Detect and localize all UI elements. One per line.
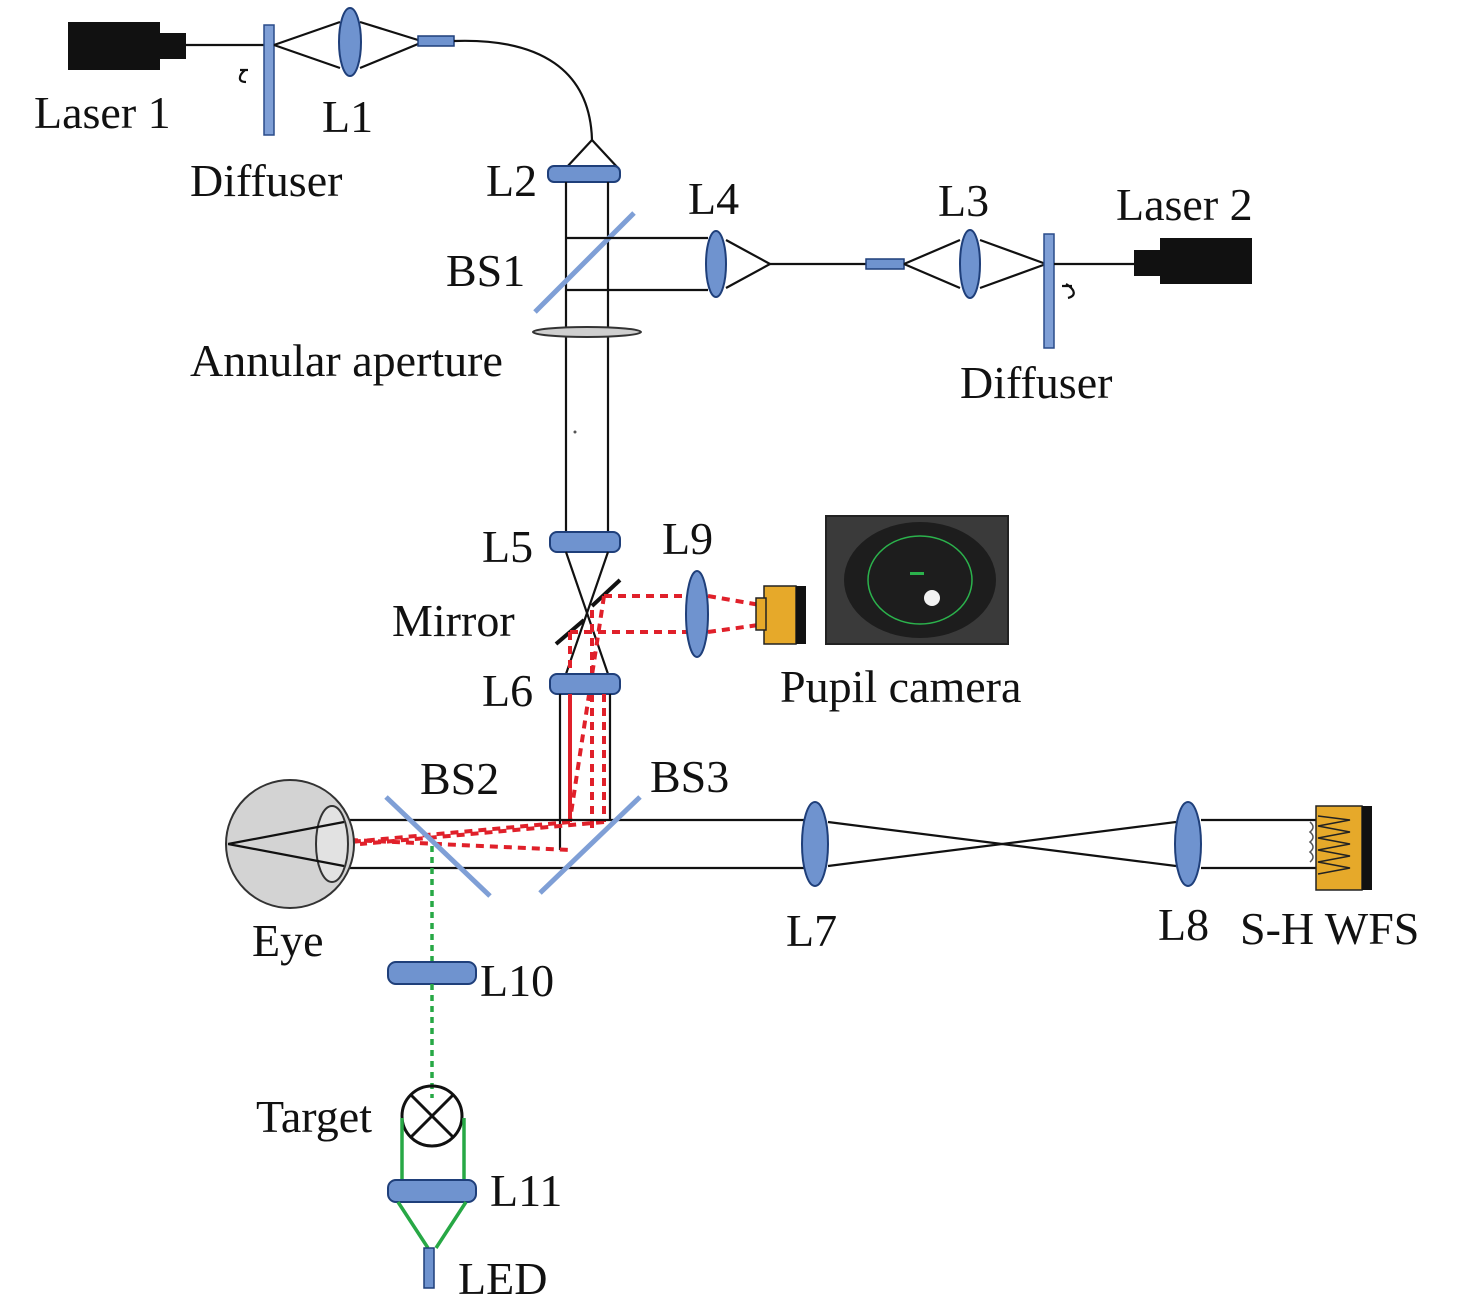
pupil-camera-image xyxy=(825,515,1009,645)
beamsplitter-bs2 xyxy=(384,795,492,898)
label-l7: L7 xyxy=(786,905,837,956)
label-l10: L10 xyxy=(480,955,554,1006)
pupil-camera xyxy=(755,585,806,645)
label-l11: L11 xyxy=(490,1165,562,1216)
target xyxy=(400,1084,464,1148)
label-bs3: BS3 xyxy=(650,751,729,802)
beamsplitter-bs1 xyxy=(533,211,636,314)
label-bs2: BS2 xyxy=(420,753,499,804)
label-laser-2: Laser 2 xyxy=(1116,179,1253,230)
diffuser-2 xyxy=(1043,233,1055,349)
label-eye: Eye xyxy=(252,915,324,966)
label-l1: L1 xyxy=(322,91,373,142)
beamsplitter-bs3 xyxy=(538,795,642,895)
label-l3: L3 xyxy=(938,175,989,226)
lens-l4 xyxy=(705,230,727,298)
lens-l10 xyxy=(387,961,477,985)
shack-hartmann-wfs xyxy=(1308,805,1372,891)
lens-l9 xyxy=(685,570,709,658)
label-annular-aperture: Annular aperture xyxy=(190,335,503,386)
label-l2: L2 xyxy=(486,155,537,206)
label-mirror: Mirror xyxy=(392,595,515,646)
led xyxy=(423,1247,435,1289)
annular-aperture xyxy=(532,326,642,338)
label-l9: L9 xyxy=(662,513,713,564)
label-target: Target xyxy=(256,1091,372,1142)
label-pupil-camera: Pupil camera xyxy=(780,661,1021,712)
laser-2 xyxy=(1134,238,1252,284)
lens-l3 xyxy=(959,229,981,299)
label-diffuser-2: Diffuser xyxy=(960,357,1112,408)
label-l8: L8 xyxy=(1158,899,1209,950)
lens-l5 xyxy=(549,531,621,553)
lens-l8 xyxy=(1174,801,1202,887)
label-laser-1: Laser 1 xyxy=(34,87,171,138)
label-l4: L4 xyxy=(688,173,739,224)
label-diffuser-1: Diffuser xyxy=(190,155,342,206)
lens-l2 xyxy=(547,165,621,183)
fiber-coupler-2 xyxy=(865,258,905,270)
label-l6: L6 xyxy=(482,665,533,716)
label-sh-wfs: S-H WFS xyxy=(1240,903,1419,954)
label-led: LED xyxy=(458,1253,547,1304)
label-l5: L5 xyxy=(482,521,533,572)
lens-l1 xyxy=(338,7,362,77)
label-bs1: BS1 xyxy=(446,245,525,296)
diffuser-1 xyxy=(263,24,275,136)
eye xyxy=(225,779,355,909)
lens-l7 xyxy=(801,801,829,887)
lens-l11 xyxy=(387,1179,477,1203)
lens-l6 xyxy=(549,673,621,695)
mirror-upper xyxy=(590,578,622,608)
laser-1 xyxy=(68,22,186,70)
fiber-coupler-1 xyxy=(417,35,455,47)
